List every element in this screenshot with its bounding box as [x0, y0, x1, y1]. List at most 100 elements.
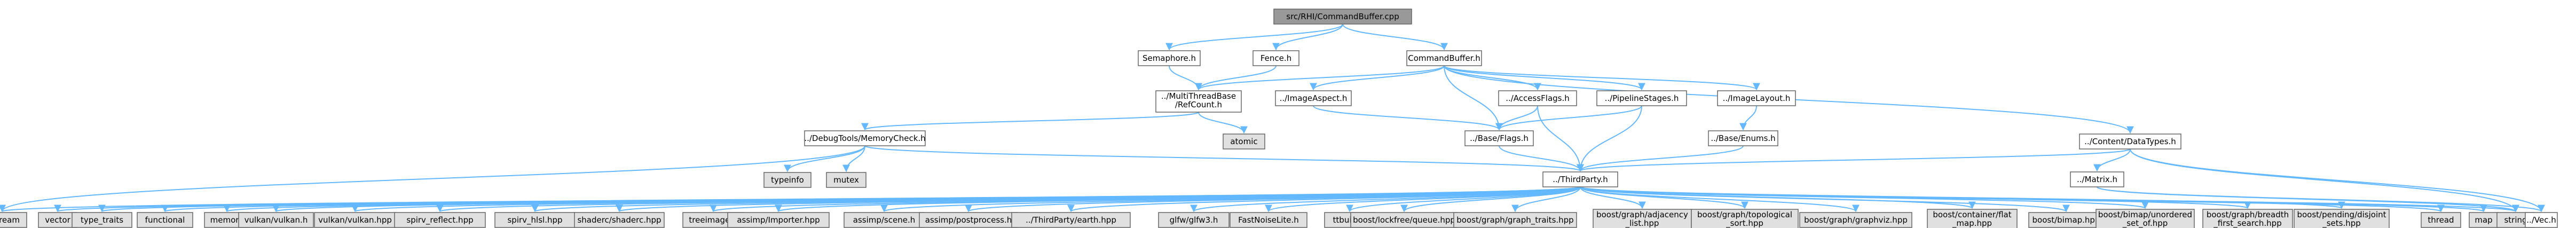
- node-label: boost/graph/topological: [1697, 210, 1792, 219]
- node-accessflags[interactable]: ../AccessFlags.h: [1498, 90, 1577, 106]
- node-box: [1406, 50, 1482, 66]
- node-imageaspect[interactable]: ../ImageAspect.h: [1275, 90, 1352, 106]
- node-box: [2079, 133, 2181, 150]
- node-bimap: boost/bimap.hpp: [2028, 212, 2104, 228]
- node-box: [2028, 212, 2104, 228]
- node-label: boost/graph/graphviz.hpp: [1804, 215, 1908, 225]
- edge-thirdparty-to-ttbuild: [1346, 186, 1581, 213]
- edge-matrix-to-string: [2097, 186, 2519, 213]
- edge-imageaspect-to-baseflags: [1313, 105, 1503, 131]
- node-matrix[interactable]: ../Matrix.h: [2070, 171, 2124, 187]
- edge-semaphore-to-multithreadbase: [1169, 65, 1202, 91]
- node-box: [1799, 212, 1912, 228]
- node-box: [1498, 90, 1577, 106]
- node-flat-map: boost/container/flat_map.hpp: [1927, 209, 2018, 228]
- node-imagelayout[interactable]: ../ImageLayout.h: [1717, 90, 1796, 106]
- node-box: [574, 212, 665, 228]
- edge-fence-to-multithreadbase: [1195, 65, 1277, 91]
- edge-root-to-fence: [1272, 23, 1343, 51]
- edge-memorycheck-to-iostream: [0, 145, 865, 213]
- node-root[interactable]: src/RHI/CommandBuffer.cpp: [1273, 9, 1412, 25]
- node-label: _sets.hpp: [2322, 218, 2361, 228]
- node-baseflags[interactable]: ../Base/Flags.h: [1464, 130, 1534, 146]
- node-glfw3: glfw/glfw3.h: [1158, 212, 1230, 228]
- node-box: [1223, 133, 1265, 150]
- node-vec[interactable]: ../Vec.h: [2525, 212, 2558, 228]
- edge-thirdparty-to-graphviz: [1580, 186, 1860, 213]
- node-label: typeinfo: [771, 175, 804, 185]
- node-pipelinestages[interactable]: ../PipelineStages.h: [1596, 90, 1687, 106]
- node-shaderc: shaderc/shaderc.hpp: [574, 212, 665, 228]
- node-box: [72, 212, 132, 228]
- node-assimp-importer: assimp/Importer.hpp: [727, 212, 830, 228]
- node-label: src/RHI/CommandBuffer.cpp: [1286, 12, 1399, 21]
- node-label: assimp/Importer.hpp: [737, 215, 820, 225]
- node-thirdparty-earth: ../ThirdParty/earth.hpp: [1011, 212, 1131, 228]
- node-label: ../ImageLayout.h: [1723, 93, 1791, 103]
- node-label: ../ImageAspect.h: [1280, 93, 1348, 103]
- node-datatypes[interactable]: ../Content/DataTypes.h: [2079, 133, 2181, 150]
- node-thirdparty[interactable]: ../ThirdParty.h: [1542, 171, 1618, 187]
- node-label: iostream: [0, 215, 20, 225]
- node-box: [1350, 212, 1458, 228]
- node-vector: vector: [38, 212, 77, 228]
- dependency-edges: [0, 23, 2545, 213]
- node-box: [1155, 90, 1242, 113]
- node-label: vulkan/vulkan.h: [245, 215, 308, 225]
- node-iostream: iostream: [0, 212, 27, 228]
- node-label: ../Base/Enums.h: [1711, 133, 1775, 143]
- node-box: [1230, 212, 1307, 228]
- node-box: [2469, 212, 2499, 228]
- node-functional: functional: [137, 212, 193, 228]
- node-label: ../MultiThreadBase: [1161, 91, 1236, 101]
- edge-pipelinestages-to-thirdparty: [1577, 105, 1642, 172]
- node-label: mutex: [833, 175, 859, 185]
- edge-root-to-commandbuffer: [1342, 23, 1448, 51]
- node-label: vector: [45, 215, 70, 225]
- node-label: assimp/postprocess.h: [925, 215, 1012, 225]
- node-box: [1691, 209, 1799, 228]
- node-box: [2294, 209, 2390, 228]
- node-graph-traits: boost/graph/graph_traits.hpp: [1453, 212, 1577, 228]
- node-map: map: [2469, 212, 2499, 228]
- node-label: _first_search.hpp: [2213, 218, 2281, 228]
- node-label: ../ThirdParty/earth.hpp: [1026, 215, 1116, 225]
- node-fence[interactable]: Fence.h: [1252, 50, 1299, 66]
- node-box: [1464, 130, 1534, 146]
- node-box: [137, 212, 193, 228]
- edge-datatypes-to-matrix: [2093, 148, 2131, 172]
- node-box: [1453, 212, 1577, 228]
- node-label: boost/graph/breadth: [2207, 210, 2289, 219]
- node-label: ../Content/DataTypes.h: [2084, 137, 2176, 146]
- node-box: [494, 212, 576, 228]
- node-label: boost/graph/graph_traits.hpp: [1456, 215, 1573, 225]
- node-box: [1542, 171, 1618, 187]
- node-box: [238, 212, 314, 228]
- node-multithreadbase[interactable]: ../MultiThreadBase/RefCount.h: [1155, 90, 1242, 113]
- node-label: type_traits: [81, 215, 123, 225]
- edge-thirdparty-to-bimap: [1580, 186, 2070, 213]
- node-label: treeimage.h: [689, 215, 737, 225]
- node-box: [2096, 209, 2195, 228]
- node-box: [0, 212, 27, 228]
- node-label: vulkan/vulkan.hpp: [318, 215, 392, 225]
- node-semaphore[interactable]: Semaphore.h: [1138, 50, 1201, 66]
- node-box: [763, 172, 812, 188]
- node-label: spirv_hlsl.hpp: [507, 215, 562, 225]
- edge-commandbuffer-to-imageaspect: [1310, 65, 1445, 91]
- node-label: thread: [2428, 215, 2454, 225]
- node-box: [1717, 90, 1796, 106]
- node-spirv-reflect: spirv_reflect.hpp: [394, 212, 486, 228]
- node-bfs: boost/graph/breadth_first_search.hpp: [2202, 209, 2293, 228]
- node-memorycheck[interactable]: ../DebugTools/MemoryCheck.h: [804, 130, 926, 146]
- node-baseenums[interactable]: ../Base/Enums.h: [1708, 130, 1778, 146]
- edge-baseenums-to-thirdparty: [1577, 145, 1744, 172]
- node-type-traits: type_traits: [72, 212, 132, 228]
- node-label: boost/bimap/unordered: [2098, 210, 2192, 219]
- edge-memorycheck-to-thirdparty: [864, 145, 1584, 172]
- node-fastnoise: FastNoiseLite.h: [1230, 212, 1307, 228]
- edge-multithreadbase-to-atomic: [1198, 112, 1248, 134]
- node-box: [1138, 50, 1201, 66]
- node-commandbuffer[interactable]: CommandBuffer.h: [1406, 50, 1482, 66]
